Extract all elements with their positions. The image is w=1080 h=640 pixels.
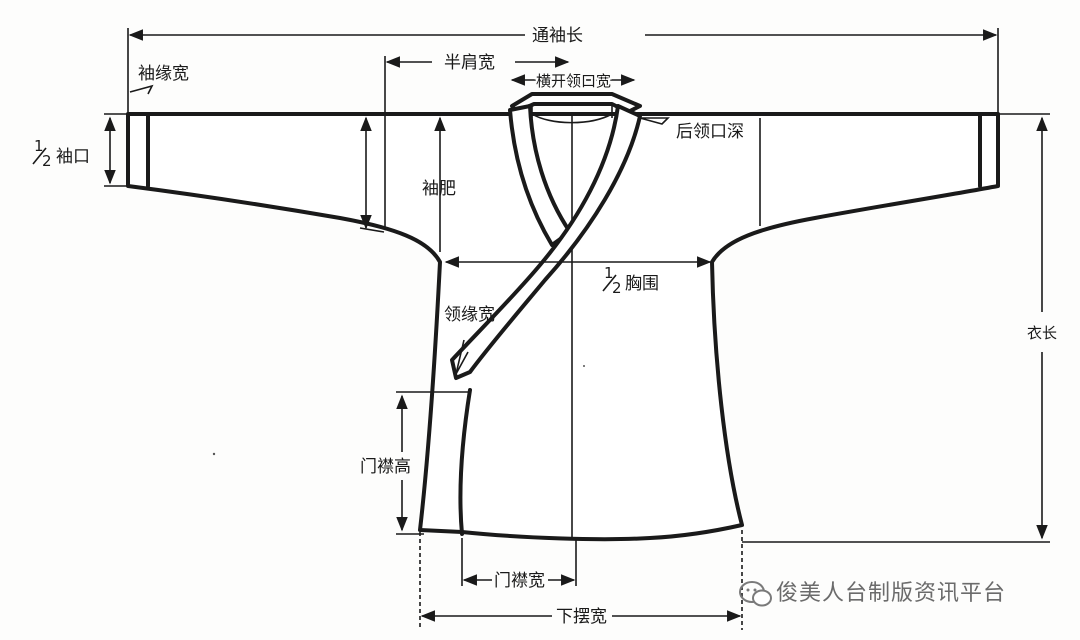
dim-hem-width: 下摆宽 xyxy=(419,530,743,630)
dim-half-shoulder: 半肩宽 xyxy=(384,53,570,228)
dim-neck-width: 横开领口宽 xyxy=(510,70,636,92)
dim-back-neck-depth: 后领口深 xyxy=(639,117,744,142)
dim-half-chest: 1 2 胸围 xyxy=(444,256,712,297)
dim-collar-band-width: 领缘宽 xyxy=(444,305,495,375)
watermark-text: 俊美人台制版资讯平台 xyxy=(776,581,1006,606)
label-sleeve-span: 通袖长 xyxy=(532,26,583,46)
label-back-neck-depth: 后领口深 xyxy=(676,122,744,142)
label-sleeve-width: 袖肥 xyxy=(422,179,456,199)
label-hem-width: 下摆宽 xyxy=(556,607,607,627)
dim-cuff-width: 袖缘宽 xyxy=(129,64,189,95)
label-half-chest-text: 胸围 xyxy=(625,274,659,294)
watermark: 俊美人台制版资讯平台 xyxy=(739,581,1006,607)
placket xyxy=(458,388,472,536)
wechat-icon xyxy=(739,581,772,607)
scan-speck xyxy=(212,452,216,456)
collar xyxy=(450,92,642,380)
garment-outline xyxy=(126,112,1000,542)
scan-speck xyxy=(583,365,585,367)
label-half-cuff-num: 1 xyxy=(34,137,44,155)
label-collar-band-width: 领缘宽 xyxy=(444,305,495,325)
label-half-chest-den: 2 xyxy=(612,279,622,297)
dim-placket-height: 门襟高 xyxy=(360,391,470,535)
dim-garment-length: 衣长 xyxy=(742,113,1057,543)
dim-half-cuff: 1 2 袖口 xyxy=(32,113,128,187)
dim-placket-width: 门襟宽 xyxy=(461,538,577,591)
label-half-chest-num: 1 xyxy=(604,264,614,282)
label-placket-width: 门襟宽 xyxy=(494,571,545,591)
label-placket-height: 门襟高 xyxy=(360,457,411,477)
label-cuff-width: 袖缘宽 xyxy=(138,64,189,84)
label-half-shoulder: 半肩宽 xyxy=(444,53,495,73)
dim-sleeve-span: 通袖长 xyxy=(127,26,999,114)
label-garment-length: 衣长 xyxy=(1027,324,1057,342)
dim-sleeve-width: 袖肥 xyxy=(359,116,761,252)
label-half-cuff-den: 2 xyxy=(42,152,52,170)
label-half-cuff-text: 袖口 xyxy=(56,147,90,167)
label-neck-width: 横开领口宽 xyxy=(536,72,611,90)
